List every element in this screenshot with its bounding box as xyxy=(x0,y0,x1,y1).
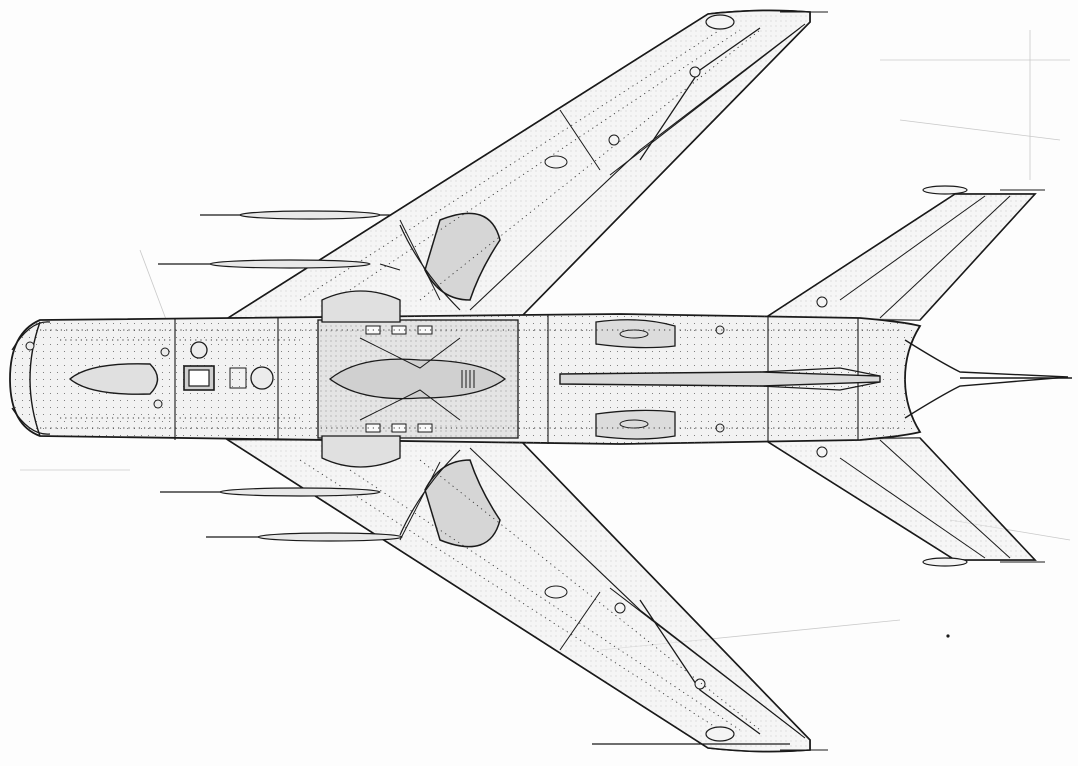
upper-tailplane xyxy=(762,185,1045,321)
stray-ink-mark xyxy=(946,634,950,638)
lower-missile-pylons xyxy=(160,487,790,745)
upper-missile-pylons xyxy=(158,210,401,271)
wing-root-fairings xyxy=(321,290,401,468)
lower-main-wing xyxy=(225,439,828,753)
lower-tailplane xyxy=(762,437,1045,567)
fuselage xyxy=(9,313,1072,445)
upper-main-wing xyxy=(225,9,828,319)
